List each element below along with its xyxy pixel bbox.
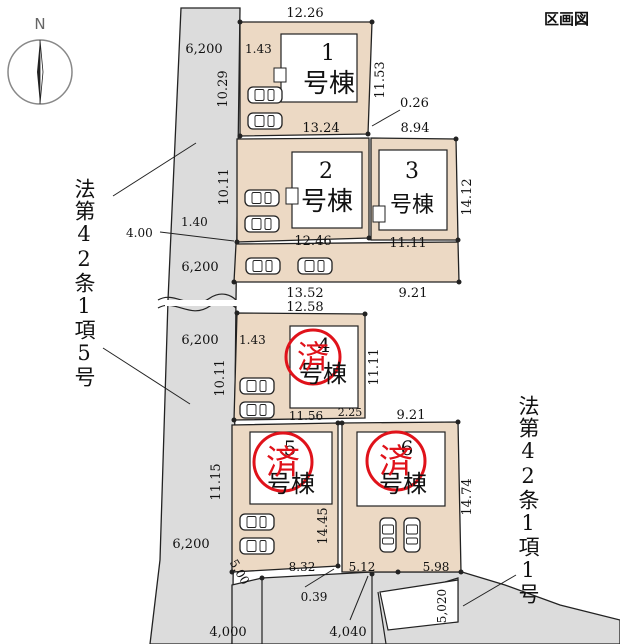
dim-9-21-a: 9.21 — [399, 286, 428, 301]
road-width-6200-a: 6,200 — [185, 42, 222, 57]
lot-2-name: 号棟 — [301, 187, 353, 217]
dim-1-40: 1.40 — [181, 215, 208, 229]
left-road — [149, 7, 241, 644]
road-stub-left — [261, 574, 459, 644]
dim-11-11-b: 11.11 — [367, 348, 382, 385]
road-width-4000: 4,000 — [209, 625, 246, 640]
dim-1-43-a: 1.43 — [245, 42, 272, 56]
dim-4-00: 4.00 — [126, 226, 153, 240]
lot-6-name: 号棟 — [379, 470, 427, 498]
right-road-label: 法第42条1項1号 — [516, 395, 540, 605]
dim-10-11-a: 10.11 — [217, 168, 232, 205]
dim-10-29: 10.29 — [216, 70, 231, 107]
road-stub-area — [379, 579, 459, 631]
dim-0-26: 0.26 — [400, 96, 429, 111]
dim-5-020: 5,020 — [435, 589, 449, 623]
lot-5-number: 5 — [284, 436, 297, 460]
lot-3-number: 3 — [405, 159, 419, 184]
road-width-4040: 4,040 — [329, 625, 366, 640]
page-title: 区画図 — [544, 10, 590, 28]
lot-4-number: 4 — [318, 333, 331, 357]
sold-stamp-text-lot-4: 済 — [297, 338, 329, 376]
dim-9-21-b: 9.21 — [397, 408, 426, 423]
lot-4-name: 号棟 — [299, 360, 347, 388]
road-width-6200-b: 6,200 — [181, 260, 218, 275]
dim-11-53: 11.53 — [373, 61, 388, 98]
lot-6-number: 6 — [401, 436, 414, 460]
lot-4-house — [289, 325, 359, 409]
lot-2-number: 2 — [319, 159, 333, 184]
lot-1-number: 1 — [321, 41, 335, 66]
lot-3-house — [378, 149, 448, 231]
boundary-points — [229, 19, 464, 581]
lot-5-house — [249, 431, 333, 505]
dim-11-11-a: 11.11 — [389, 236, 426, 251]
dim-1-43-b: 1.43 — [239, 333, 266, 347]
lot-3-name: 号棟 — [390, 193, 434, 218]
dim-2-25: 2.25 — [338, 406, 363, 419]
sold-stamp-lot-4 — [284, 328, 342, 386]
sold-stamp-lot-5 — [252, 431, 314, 493]
dim-12-58: 12.58 — [286, 300, 323, 315]
road-width-6200-d: 6,200 — [172, 537, 209, 552]
dim-0-39: 0.39 — [301, 590, 328, 604]
compass-label: N — [34, 15, 45, 33]
sold-stamp-text-lot-6: 済 — [379, 442, 413, 482]
dim-13-24: 13.24 — [302, 121, 339, 136]
left-road-label: 法第42条1項5号 — [72, 178, 96, 388]
dim-12-26: 12.26 — [286, 6, 323, 21]
dim-14-74: 14.74 — [460, 478, 475, 515]
sold-stamp-lot-6 — [365, 430, 427, 492]
dim-5-12: 5.12 — [349, 560, 376, 574]
lot-1-name: 号棟 — [303, 69, 355, 99]
lot-5-name: 号棟 — [267, 470, 315, 498]
dim-11-15: 11.15 — [209, 463, 224, 500]
dim-10-11-b: 10.11 — [213, 359, 228, 396]
dim-13-52: 13.52 — [286, 286, 323, 301]
dim-11-56: 11.56 — [289, 409, 323, 423]
lot-1-house — [280, 33, 358, 103]
road-width-6200-c: 6,200 — [181, 333, 218, 348]
dim-5-98: 5.98 — [423, 560, 450, 574]
compass-icon — [7, 39, 73, 105]
dim-8-32: 8.32 — [289, 560, 316, 574]
dim-14-45: 14.45 — [316, 507, 331, 544]
dim-8-94: 8.94 — [401, 121, 430, 136]
leader-lines — [102, 109, 517, 621]
dim-14-12: 14.12 — [460, 178, 475, 215]
dim-12-46: 12.46 — [294, 234, 331, 249]
sold-stamp-text-lot-5: 済 — [266, 443, 300, 483]
